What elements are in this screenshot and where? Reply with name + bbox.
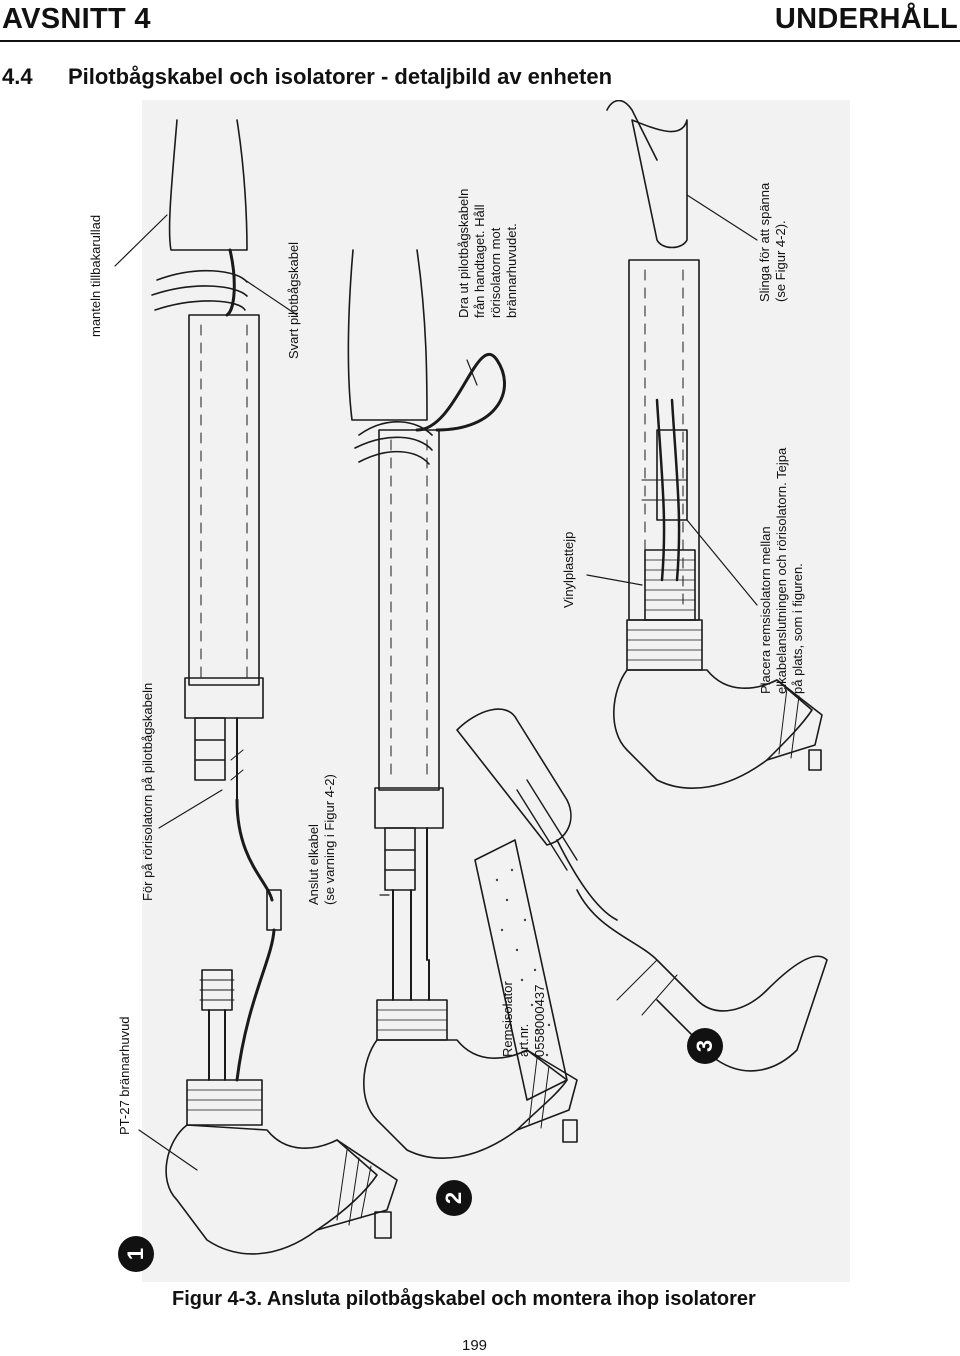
step-badge-1: 1 (118, 1236, 154, 1272)
header-divider (0, 40, 960, 42)
section-heading: AVSNITT 4 (2, 3, 151, 35)
label-placera: Placera remsisolatorn mellan elkabelansl… (758, 447, 805, 694)
label-vinyl: Vinylplasttejp (561, 531, 576, 608)
label-pt27: PT-27 brännarhuvud (117, 1016, 132, 1135)
label-remsisolator: Remsisolator art.nr. 0558000437 (500, 981, 547, 1057)
assembly-1 (151, 119, 398, 1255)
page-number: 199 (462, 1337, 488, 1354)
leader-lines (114, 194, 758, 1171)
label-svart: Svart pilotbågskabel (286, 241, 301, 359)
technical-illustration: 1 2 3 (97, 100, 850, 1282)
illustration-background (142, 100, 850, 1282)
step-badge-2: 2 (436, 1180, 472, 1216)
label-anslut: Anslut elkabel (se varning i Figur 4-2) (306, 774, 337, 905)
step-badge-3: 3 (687, 1028, 723, 1064)
assembly-3 (456, 100, 828, 1072)
label-mantel: manteln tillbakarullad (88, 214, 103, 337)
chapter-heading: UNDERHÅLL (774, 3, 958, 35)
label-dra-ut: Dra ut pilotbågskabeln från handtaget. H… (456, 188, 519, 318)
section-number: 4.4 (2, 64, 33, 89)
label-slinga: Slinga för att spänna (se Figur 4-2). (757, 182, 788, 302)
section-title: 4.4 Pilotbågskabel och isolatorer - detal… (2, 64, 612, 90)
figure-caption: Figur 4-3. Ansluta pilotbågskabel och mo… (172, 1288, 756, 1310)
torch-assembly-drawing (114, 100, 828, 1255)
label-for-pa: För på rörisolatorn på pilotbågskabeln (140, 682, 155, 901)
assembly-2 (347, 249, 578, 1159)
section-title-text: Pilotbågskabel och isolatorer - detaljbi… (68, 64, 613, 89)
